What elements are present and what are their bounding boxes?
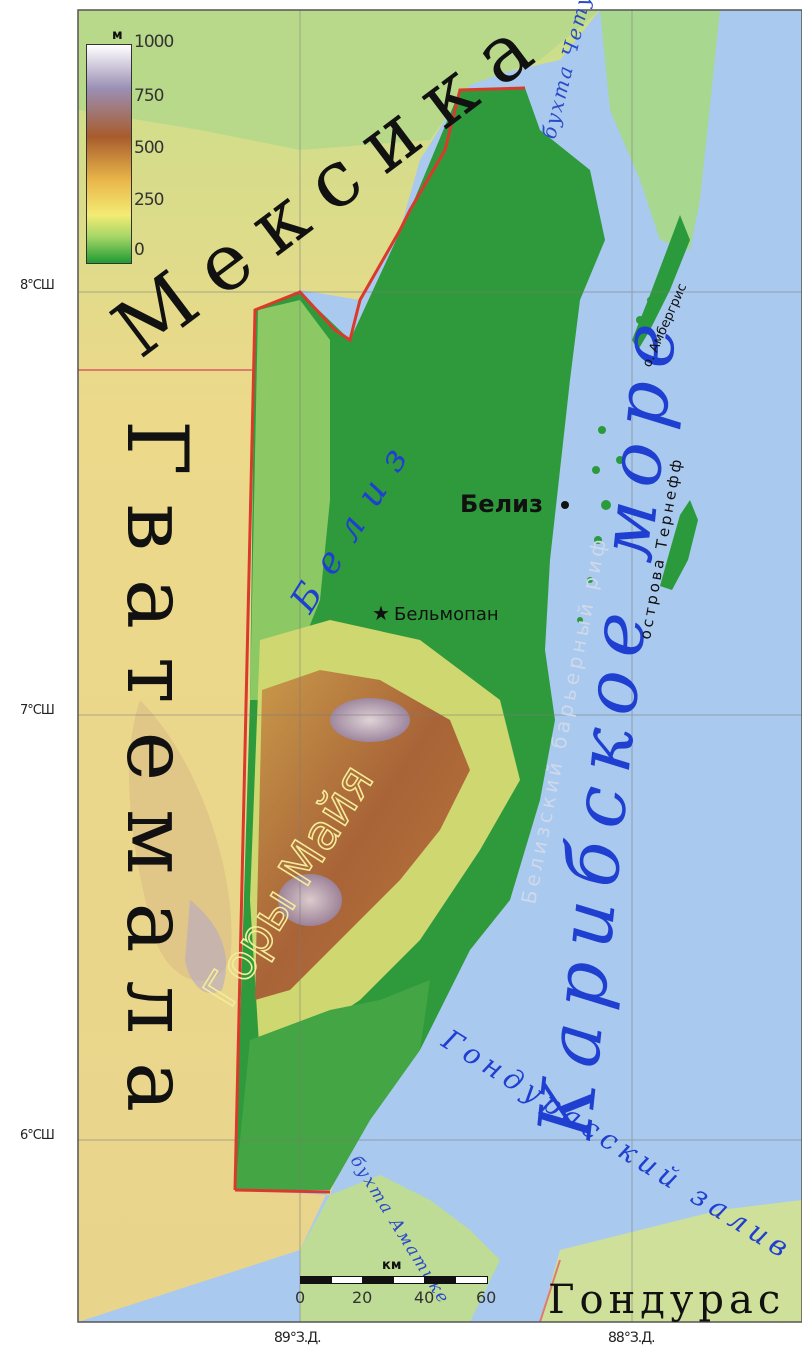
scale-segment xyxy=(393,1276,426,1284)
lon-label-89w: 89°З.Д. xyxy=(274,1330,322,1346)
honduras-land xyxy=(540,1200,802,1322)
legend-tick: 0 xyxy=(134,240,145,260)
belize-south-border xyxy=(234,1188,331,1194)
guatemala-hills xyxy=(129,700,232,981)
maya-peak-south xyxy=(278,874,342,926)
legend-tick: 500 xyxy=(134,138,164,158)
amatique-shore xyxy=(300,1175,500,1322)
scale-segment xyxy=(424,1276,457,1284)
maya-peak-north xyxy=(330,698,410,742)
barrier-reef-cays xyxy=(577,297,653,623)
scale-segment xyxy=(300,1276,333,1284)
lon-label-88w: 88°З.Д. xyxy=(608,1330,656,1346)
mexico-northeast-land xyxy=(600,10,720,250)
scale-unit: км xyxy=(382,1258,402,1273)
lat-label-6n: 6°СШ xyxy=(20,1128,55,1143)
scale-tick: 20 xyxy=(352,1288,373,1307)
guatemala-honduras-border xyxy=(539,1259,561,1323)
legend-tick: 750 xyxy=(134,86,164,106)
scale-tick: 0 xyxy=(295,1288,306,1307)
belmopan-star-icon: ★ xyxy=(372,601,390,625)
legend-unit: м xyxy=(112,28,123,43)
lat-label-7n: 7°СШ xyxy=(20,703,55,718)
scale-tick: 40 xyxy=(414,1288,435,1307)
belize-border xyxy=(233,86,526,1191)
graticule xyxy=(78,10,802,1322)
belize-foothills xyxy=(250,300,330,700)
legend-tick: 250 xyxy=(134,190,164,210)
guatemala-label: Гватемала xyxy=(108,420,206,1140)
ambergris-caye xyxy=(632,215,690,350)
legend-tick: 1000 xyxy=(134,32,174,52)
belmopan-label: Бельмопан xyxy=(394,604,499,625)
legend-color-bar xyxy=(86,44,132,264)
scale-segment xyxy=(362,1276,395,1284)
belize-city-marker xyxy=(561,501,569,509)
elevation-legend: м 1000 750 500 250 0 xyxy=(82,28,194,268)
belize-city-label: Белиз xyxy=(460,490,543,518)
turneffe-islands xyxy=(660,500,698,590)
belize-south-plain xyxy=(235,980,430,1190)
scale-bar: км 0 20 40 60 xyxy=(295,1258,496,1328)
scale-tick: 60 xyxy=(476,1288,497,1307)
scale-segment xyxy=(331,1276,364,1284)
scale-segment xyxy=(455,1276,488,1284)
mexico-upper-land xyxy=(78,10,600,150)
map-frame xyxy=(77,9,802,1323)
mexico-guatemala-land xyxy=(78,10,600,1322)
lat-label-8n: 8°СШ xyxy=(20,278,55,293)
honduras-label: Гондурас xyxy=(548,1277,785,1323)
guatemala-peaks xyxy=(185,900,227,994)
